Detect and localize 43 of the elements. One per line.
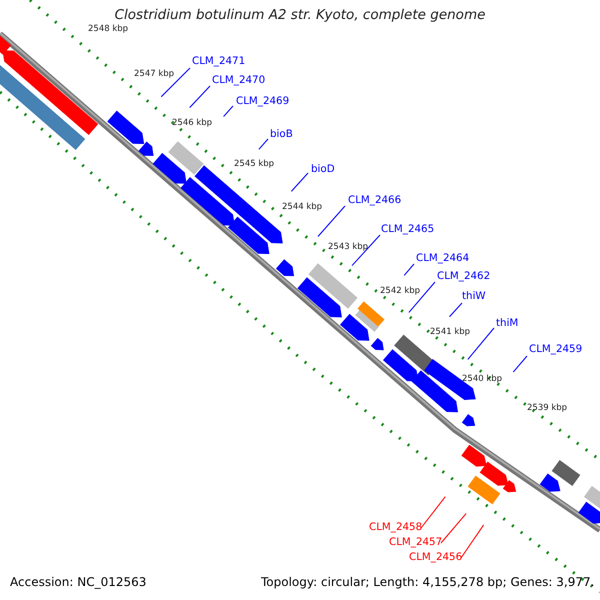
leader-line bbox=[467, 328, 494, 360]
gene-label: CLM_2457 bbox=[389, 537, 442, 548]
leader-line bbox=[408, 282, 436, 313]
gene-label: CLM_2465 bbox=[381, 224, 434, 236]
leader-line bbox=[160, 68, 190, 98]
scale-label: 2541 kbp bbox=[430, 328, 470, 338]
gene-label: CLM_2471 bbox=[192, 56, 246, 68]
scale-label: 2543 kbp bbox=[328, 243, 368, 252]
gene-label: CLM_2466 bbox=[348, 195, 402, 206]
gene-label: CLM_2462 bbox=[437, 271, 490, 282]
title: Clostridium botulinum A2 str. Kyoto, complete genome bbox=[114, 8, 486, 23]
scale-label: 2546 kbp bbox=[172, 119, 212, 128]
scale-label: 2540 kbp bbox=[462, 375, 502, 384]
scale-label: 2544 kbp bbox=[282, 203, 322, 212]
leader-line bbox=[404, 264, 414, 276]
leader-line bbox=[290, 172, 308, 192]
scale-label: 2548 kbp bbox=[88, 25, 128, 34]
leader-line bbox=[317, 206, 346, 237]
scale-label: 2545 kbp bbox=[234, 160, 274, 170]
gene-label: thiM bbox=[496, 318, 518, 330]
footer-text: Topology: circular; Length: 4,155,278 bp; Genes: 3,977. bbox=[261, 576, 594, 590]
footer-text: Accession: NC_012563 bbox=[10, 576, 146, 590]
leader-line bbox=[258, 138, 268, 150]
gene-label: CLM_2470 bbox=[212, 75, 266, 86]
leader-line bbox=[449, 302, 462, 318]
scale-label: 2542 kbp bbox=[380, 287, 420, 296]
leader-line bbox=[352, 234, 380, 266]
leader-line bbox=[460, 524, 484, 558]
leader-line bbox=[189, 86, 210, 108]
scale-label: 2547 kbp bbox=[134, 70, 174, 80]
gene-label: CLM_2458 bbox=[369, 522, 422, 534]
leader-line bbox=[420, 496, 446, 528]
leader-line bbox=[223, 106, 234, 118]
gene-label: bioD bbox=[311, 164, 335, 176]
scale-label: 2539 kbp bbox=[527, 404, 568, 414]
gene-label: CLM_2459 bbox=[529, 344, 582, 356]
gene-label: bioB bbox=[270, 129, 293, 140]
gene-label: CLM_2464 bbox=[416, 253, 470, 264]
gene-label: CLM_2469 bbox=[236, 96, 290, 108]
leader-line bbox=[440, 513, 467, 544]
leader-line bbox=[512, 356, 528, 373]
gene-label: thiW bbox=[462, 291, 486, 302]
gene-label: CLM_2456 bbox=[409, 552, 462, 564]
